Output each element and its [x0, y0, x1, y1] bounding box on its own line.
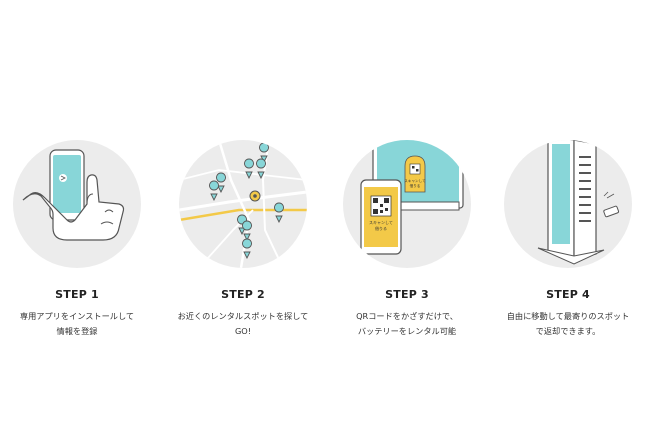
step-description-line: 情報を登録	[56, 326, 98, 336]
step-description-line: 専用アプリをインストールして	[19, 311, 135, 321]
step-description: 専用アプリをインストールして 情報を登録	[2, 309, 152, 339]
phone-scanning-qr-icon: スキャンして 借りる スキャンして 借りる	[343, 140, 471, 268]
step-description-line: 自由に移動して最寄りのスポット	[506, 311, 630, 321]
step-title: STEP 4	[546, 288, 590, 301]
step-description-line: で返却できます。	[535, 326, 601, 336]
step-description: お近くのレンタルスポットを探して GO!	[168, 309, 318, 339]
step-description: QRコードをかざすだけで、 バッテリーをレンタル可能	[332, 309, 482, 339]
kiosk-label: 借りる	[410, 183, 421, 188]
phone-label: 借りる	[375, 225, 387, 231]
step-3: スキャンして 借りる スキャンして 借りる STEP 3 QRコードをかざすだけ…	[332, 140, 482, 340]
kiosk-label: スキャンして	[404, 178, 426, 183]
phone-label: スキャンして	[369, 220, 393, 225]
step-description: 自由に移動して最寄りのスポット で返却できます。	[493, 309, 643, 339]
step-title: STEP 3	[385, 288, 429, 301]
step-description-line: お近くのレンタルスポットを探して	[177, 311, 309, 321]
battery-return-station-icon	[504, 140, 632, 268]
step-2: STEP 2 お近くのレンタルスポットを探して GO!	[168, 140, 318, 340]
step-description-line: GO!	[234, 326, 252, 336]
step-1: STEP 1 専用アプリをインストールして 情報を登録	[2, 140, 152, 340]
step-4: STEP 4 自由に移動して最寄りのスポット で返却できます。	[493, 140, 643, 340]
step-description-line: バッテリーをレンタル可能	[357, 326, 457, 336]
hand-holding-phone-icon	[13, 140, 141, 268]
step-description-line: QRコードをかざすだけで、	[356, 311, 458, 321]
step-title: STEP 2	[221, 288, 265, 301]
step-title: STEP 1	[55, 288, 99, 301]
map-with-pins-icon	[179, 140, 307, 268]
